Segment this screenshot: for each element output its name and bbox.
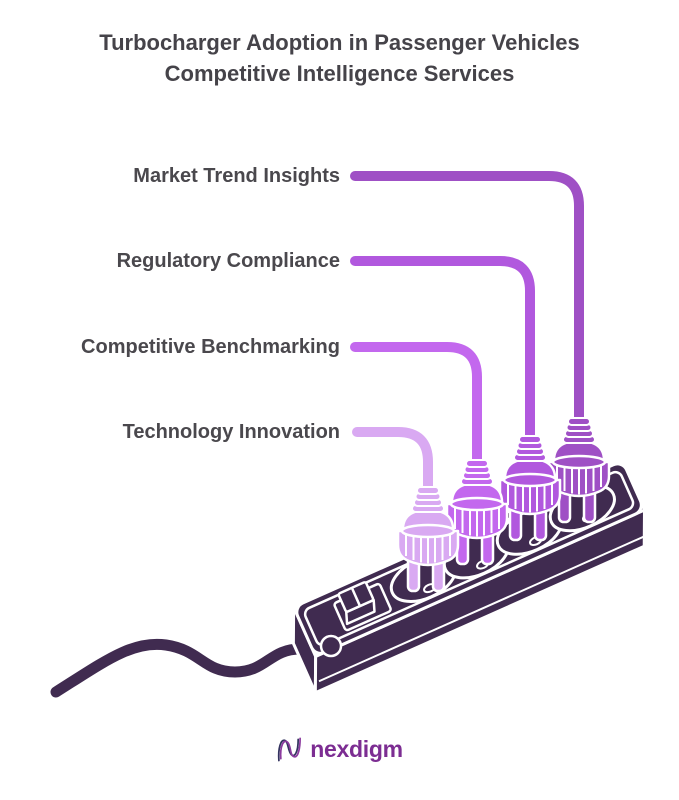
label-competitive-benchmarking: Competitive Benchmarking xyxy=(81,336,340,358)
logo-swirl-indigo xyxy=(278,738,300,762)
plug-competitive-benchmarking xyxy=(445,459,509,566)
power-switch xyxy=(333,581,392,632)
plug-rim xyxy=(400,523,456,539)
plug-regulatory-compliance xyxy=(498,435,562,542)
plug-body-ribs xyxy=(507,483,553,513)
label-regulatory-compliance: Regulatory Compliance xyxy=(116,250,340,272)
connector-regulatory-compliance xyxy=(350,256,535,445)
logo-swirl-purple xyxy=(280,737,302,760)
plug-body-ribs xyxy=(405,534,451,564)
plug-technology-innovation xyxy=(396,486,460,593)
strip-front-seam xyxy=(318,535,645,683)
plug-strain-relief xyxy=(562,417,596,444)
connector-technology-innovation xyxy=(352,427,433,496)
plug-rim xyxy=(449,496,505,512)
plug-strain-relief xyxy=(411,486,445,513)
plug-body-ribs xyxy=(454,507,500,537)
power-strip xyxy=(291,459,647,695)
plug-strain-relief xyxy=(513,435,547,462)
connector-competitive-benchmarking xyxy=(350,342,482,469)
plug-rim xyxy=(551,454,607,470)
page-title-line2: Competitive Intelligence Services xyxy=(164,61,515,86)
power-cord xyxy=(50,638,339,698)
plug-market-trend-insights xyxy=(547,417,611,524)
plug-body-ribs xyxy=(556,465,602,495)
brand-footer: nexdigm xyxy=(0,734,679,764)
page-title: Turbocharger Adoption in Passenger Vehic… xyxy=(0,27,679,89)
nexdigm-logo-icon xyxy=(278,737,302,762)
plug-rim xyxy=(502,472,558,488)
plug-strain-relief xyxy=(460,459,494,486)
label-market-trend-insights: Market Trend Insights xyxy=(133,165,340,187)
connector-market-trend-insights xyxy=(350,171,584,427)
cord-grommet xyxy=(319,634,343,658)
label-technology-innovation: Technology Innovation xyxy=(122,421,340,443)
switch-rocker-split xyxy=(350,587,362,607)
connector-lines xyxy=(350,171,584,496)
brand-wordmark: nexdigm xyxy=(310,735,403,762)
page-title-line1: Turbocharger Adoption in Passenger Vehic… xyxy=(99,30,580,55)
